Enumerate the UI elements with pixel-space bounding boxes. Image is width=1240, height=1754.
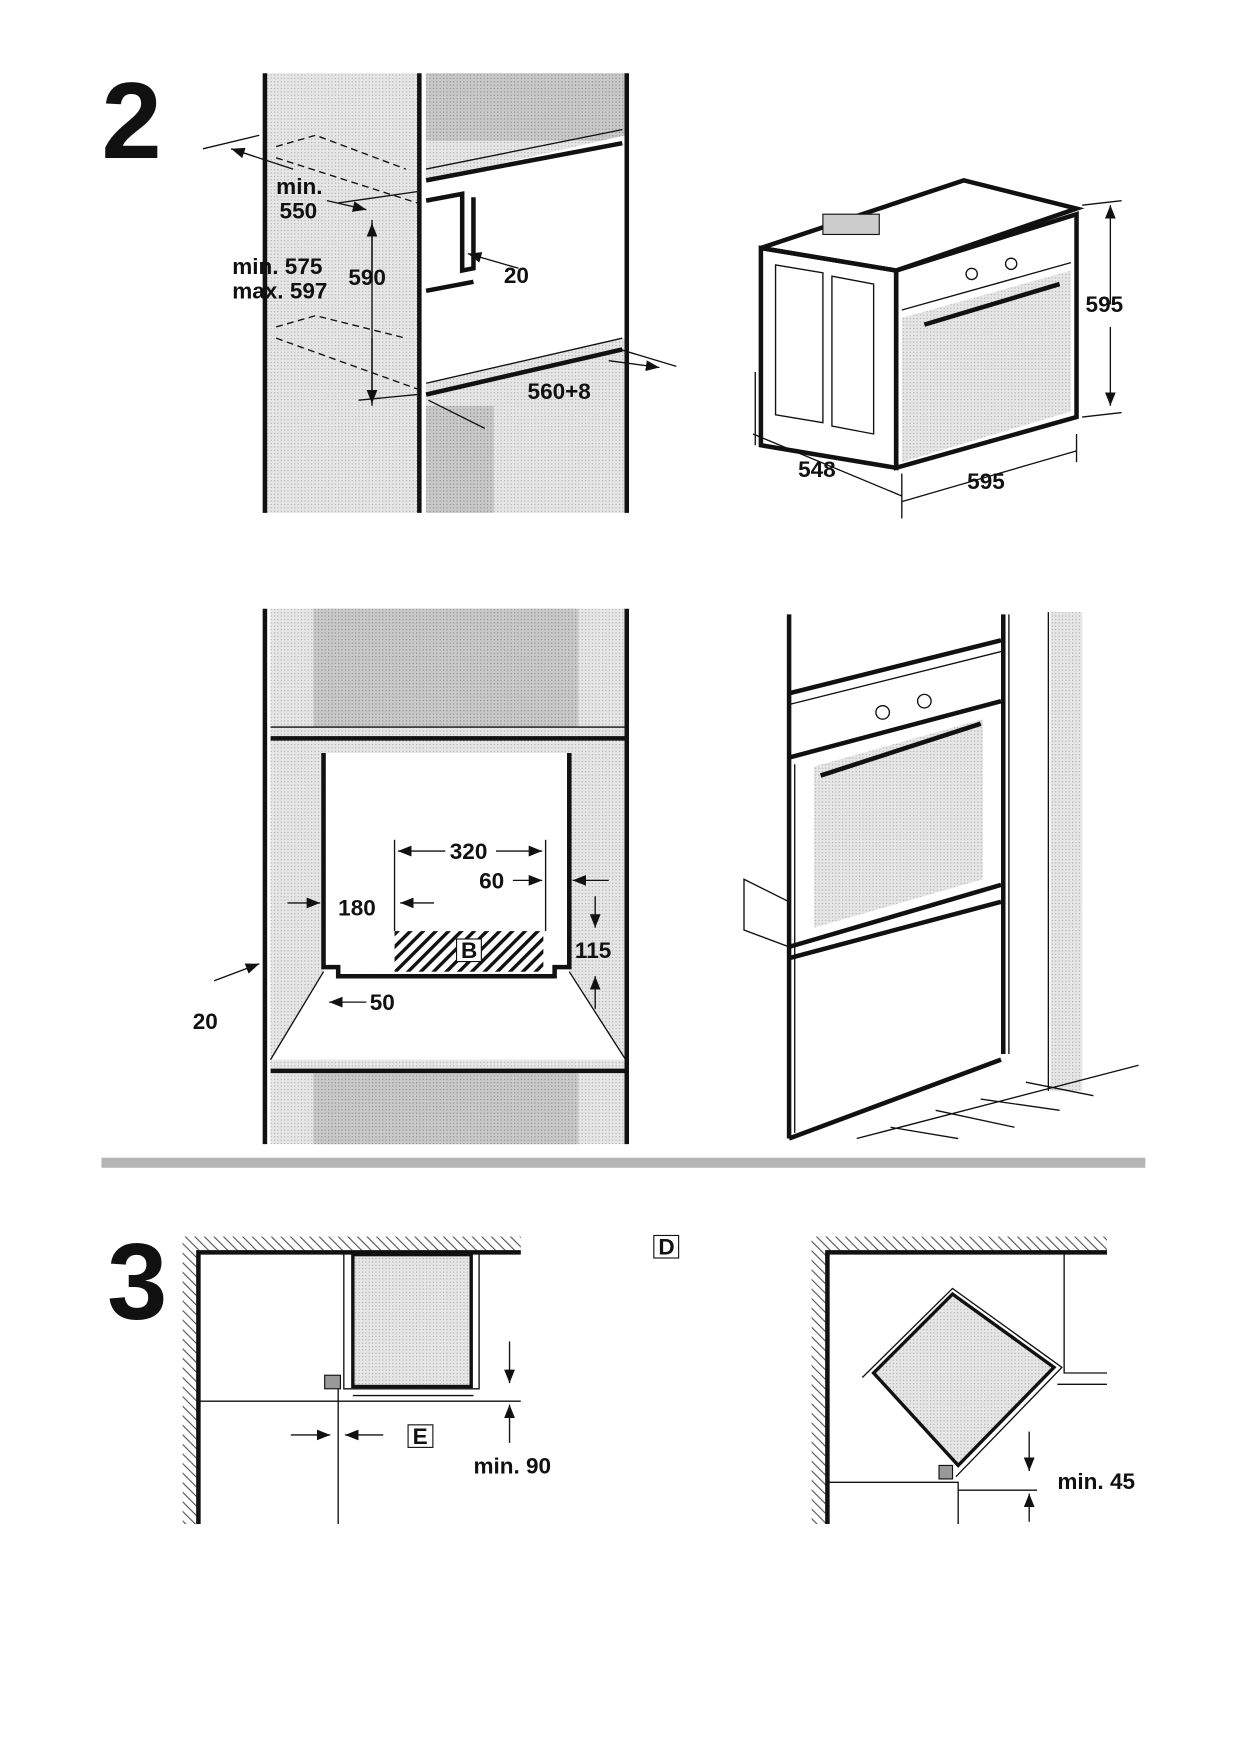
label-20: 20 [193, 1009, 218, 1034]
label-320: 320 [450, 839, 488, 864]
label-180: 180 [338, 895, 376, 920]
label-gap-20: 20 [504, 263, 529, 288]
label-e: E [413, 1424, 428, 1449]
niche-cabinet-drawing [202, 73, 677, 513]
label-depth-550: 550 [280, 199, 318, 224]
label-b-box [455, 938, 482, 963]
label-opening-590: 590 [348, 265, 386, 290]
label-b: B [461, 938, 477, 963]
label-d: D [658, 1235, 674, 1260]
label-115: 115 [575, 938, 611, 963]
label-height-min: min. 575 [232, 254, 322, 279]
label-height-max: max. 597 [232, 279, 327, 304]
label-50: 50 [370, 990, 395, 1015]
label-min-90: min. 90 [473, 1453, 551, 1478]
label-oven-height-595: 595 [1086, 292, 1124, 317]
installed-oven-drawing [743, 612, 1139, 1141]
label-min-45: min. 45 [1057, 1469, 1135, 1494]
label-d-box [653, 1234, 680, 1259]
label-60: 60 [479, 868, 504, 893]
label-min: min. [276, 174, 322, 199]
corner-plan-left [182, 1236, 521, 1525]
label-oven-depth-548: 548 [798, 457, 836, 482]
label-oven-width-595: 595 [967, 469, 1005, 494]
ventilation-cutout-drawing [213, 608, 630, 1145]
step-number-2: 2 [101, 60, 161, 181]
label-width-560: 560+8 [528, 379, 591, 404]
label-e-box [407, 1424, 434, 1448]
step-number-3: 3 [107, 1221, 167, 1342]
oven-drawing [752, 178, 1122, 519]
section-separator [101, 1157, 1146, 1168]
corner-plan-right [811, 1236, 1107, 1525]
